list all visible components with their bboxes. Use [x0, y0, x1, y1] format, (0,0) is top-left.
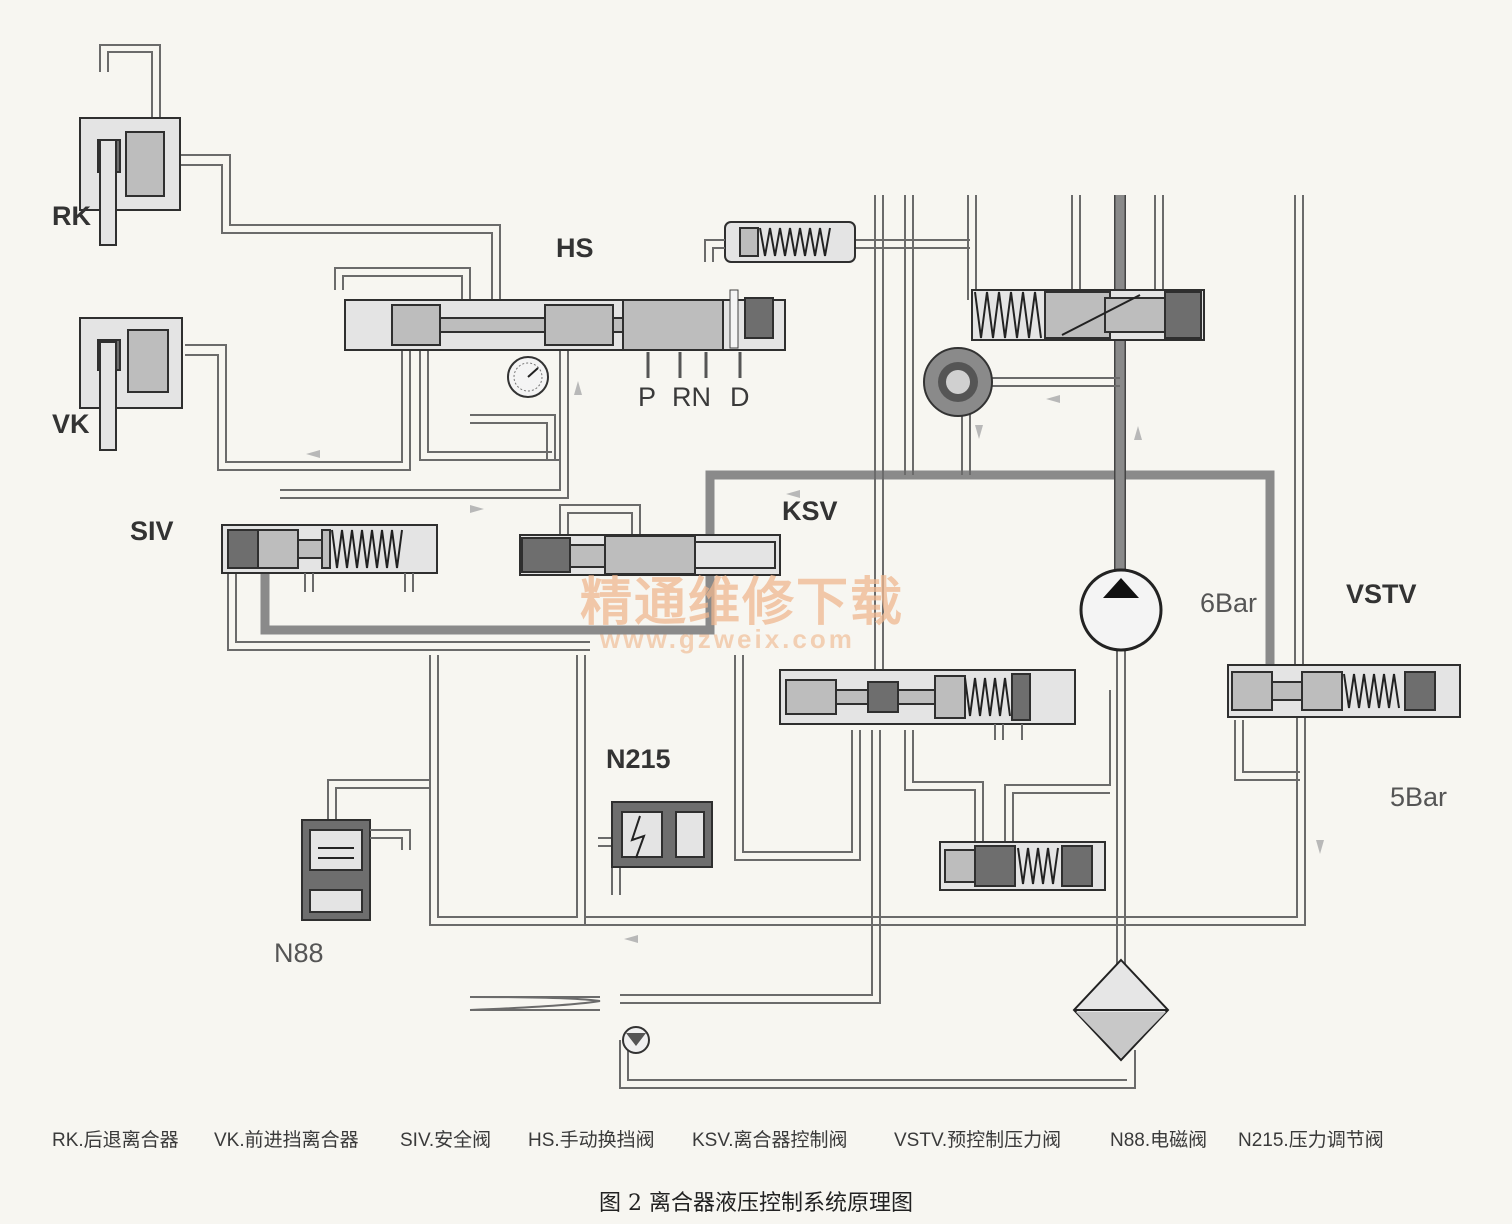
top-accumulator — [704, 221, 856, 263]
oil-filter — [1072, 958, 1170, 1062]
lower-regulator-valve — [939, 841, 1106, 891]
jet-pump — [469, 996, 650, 1054]
legend-item-n88: N88.电磁阀 — [1110, 1129, 1207, 1151]
label-hs: HS — [556, 233, 594, 263]
n88-solenoid — [301, 819, 411, 921]
hydraulic-lines — [99, 44, 1306, 1089]
pump — [1079, 568, 1163, 652]
label-position-p: P — [638, 382, 656, 412]
label-rk: RK — [52, 201, 91, 231]
legend-item-n215: N215.压力调节阀 — [1238, 1129, 1384, 1151]
siv-valve — [221, 524, 438, 592]
legend-item-siv: SIV.安全阀 — [400, 1129, 491, 1151]
component-labels: RK VK HS SIV KSV VSTV N215 N88 6Bar 5Bar… — [52, 201, 1447, 968]
label-position-rn: RN — [672, 382, 711, 412]
legend-item-rk: RK.后退离合器 — [52, 1129, 179, 1151]
legend-item-hs: HS.手动换挡阀 — [528, 1129, 655, 1151]
label-ksv: KSV — [782, 496, 838, 526]
label-6bar: 6Bar — [1200, 588, 1257, 618]
label-n215: N215 — [606, 744, 671, 774]
legend-item-vstv: VSTV.预控制压力阀 — [894, 1129, 1061, 1151]
hs-manual-valve — [344, 289, 786, 378]
legend: RK.后退离合器 VK.前进挡离合器 SIV.安全阀 HS.手动换挡阀 KSV.… — [52, 1129, 1384, 1151]
label-n88: N88 — [274, 938, 324, 968]
label-siv: SIV — [130, 516, 174, 546]
vstv-valve — [1227, 664, 1461, 718]
ksv-valve — [519, 534, 781, 576]
flow-arrows — [306, 381, 1324, 943]
label-position-d: D — [730, 382, 750, 412]
vk-clutch — [79, 317, 183, 451]
figure-caption: 图 2 离合器液压控制系统原理图 — [599, 1191, 913, 1216]
label-5bar: 5Bar — [1390, 782, 1447, 812]
rk-clutch — [79, 117, 181, 246]
n215-solenoid — [611, 801, 713, 868]
clutch-pressure-valve — [779, 669, 1076, 740]
pressure-gauge — [507, 356, 549, 398]
label-vk: VK — [52, 409, 90, 439]
label-vstv: VSTV — [1346, 579, 1417, 609]
legend-item-ksv: KSV.离合器控制阀 — [692, 1129, 848, 1151]
watermark-text: 精通维修下载 — [580, 573, 904, 633]
watermark: 精通维修下载 www.gzweix.com — [580, 573, 904, 654]
damper — [923, 347, 993, 417]
legend-item-vk: VK.前进挡离合器 — [214, 1129, 359, 1151]
watermark-url: www.gzweix.com — [599, 624, 855, 654]
main-pressure-valve — [971, 289, 1205, 341]
